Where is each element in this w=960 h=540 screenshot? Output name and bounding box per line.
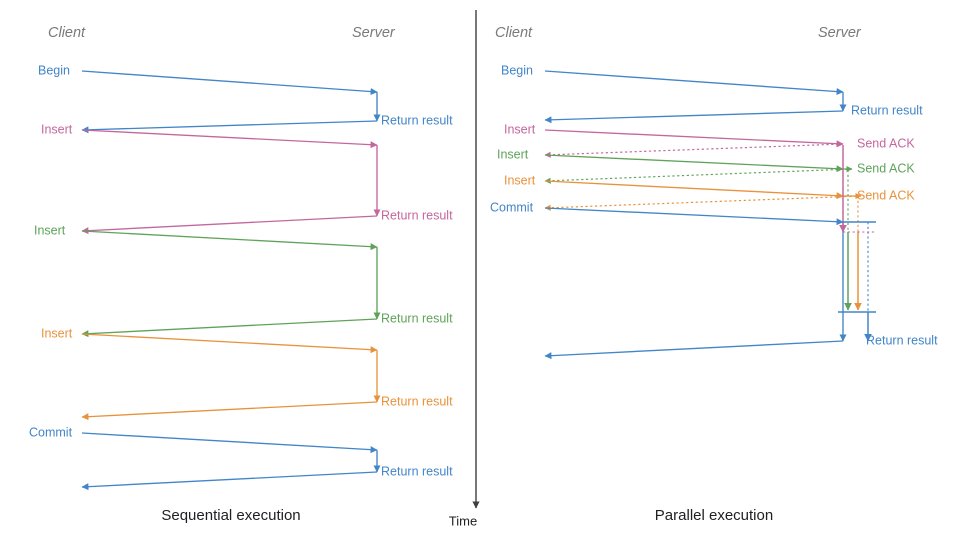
response-label-insert-2: Return result (381, 311, 453, 325)
request-label-insert-2: Insert (34, 223, 66, 237)
request-label-begin: Begin (38, 63, 70, 77)
response-label-commit: Return result (381, 464, 453, 478)
request-label-insert-3: Insert (504, 173, 536, 187)
panel-caption-parallel: Parallel execution (655, 507, 773, 524)
lane-header-server-sequential: Server (352, 25, 396, 41)
ack-arrow-insert-2 (544, 168, 853, 184)
request-label-insert-3: Insert (41, 326, 73, 340)
response-arrow-insert-3 (81, 401, 378, 421)
response-label-begin: Return result (381, 113, 453, 127)
response-arrow-commit (81, 471, 378, 491)
request-arrow-commit (544, 207, 844, 226)
response-arrow-insert-1 (81, 215, 378, 235)
response-label-begin: Return result (851, 103, 923, 117)
request-arrow-begin (81, 70, 378, 96)
request-label-insert-2: Insert (497, 147, 529, 161)
request-arrow-insert-2 (81, 230, 378, 251)
request-label-commit: Commit (490, 200, 534, 214)
request-arrow-begin (544, 70, 844, 96)
response-label-insert-3: Return result (381, 394, 453, 408)
ack-arrow-insert-1 (544, 143, 844, 158)
request-arrow-insert-1 (544, 129, 844, 148)
response-arrow-begin (81, 120, 378, 134)
lane-header-server-parallel: Server (818, 25, 862, 41)
time-axis-group: Time (449, 10, 480, 528)
request-label-insert-1: Insert (504, 122, 536, 136)
response-arrow-commit (544, 340, 844, 360)
panel-caption-sequential: Sequential execution (161, 507, 300, 524)
response-label-commit: Return result (866, 333, 938, 347)
request-label-begin: Begin (501, 63, 533, 77)
ack-label-insert-3: Send ACK (857, 188, 915, 202)
request-arrow-commit (81, 432, 378, 454)
request-label-commit: Commit (29, 425, 73, 439)
response-arrow-begin (544, 110, 844, 124)
time-axis-label: Time (449, 513, 477, 528)
ack-label-insert-2: Send ACK (857, 161, 915, 175)
request-arrow-insert-1 (81, 129, 378, 149)
request-arrow-insert-2 (544, 154, 844, 173)
lane-header-client-parallel: Client (495, 25, 533, 41)
response-label-insert-1: Return result (381, 208, 453, 222)
request-label-insert-1: Insert (41, 122, 73, 136)
ack-arrow-insert-3 (544, 195, 862, 211)
server-work-parallel (838, 145, 876, 342)
response-arrow-insert-2 (81, 318, 378, 338)
request-arrow-insert-3 (544, 180, 844, 200)
ack-label-insert-1: Send ACK (857, 136, 915, 150)
request-arrow-insert-3 (81, 333, 378, 354)
lane-header-client-sequential: Client (48, 25, 86, 41)
